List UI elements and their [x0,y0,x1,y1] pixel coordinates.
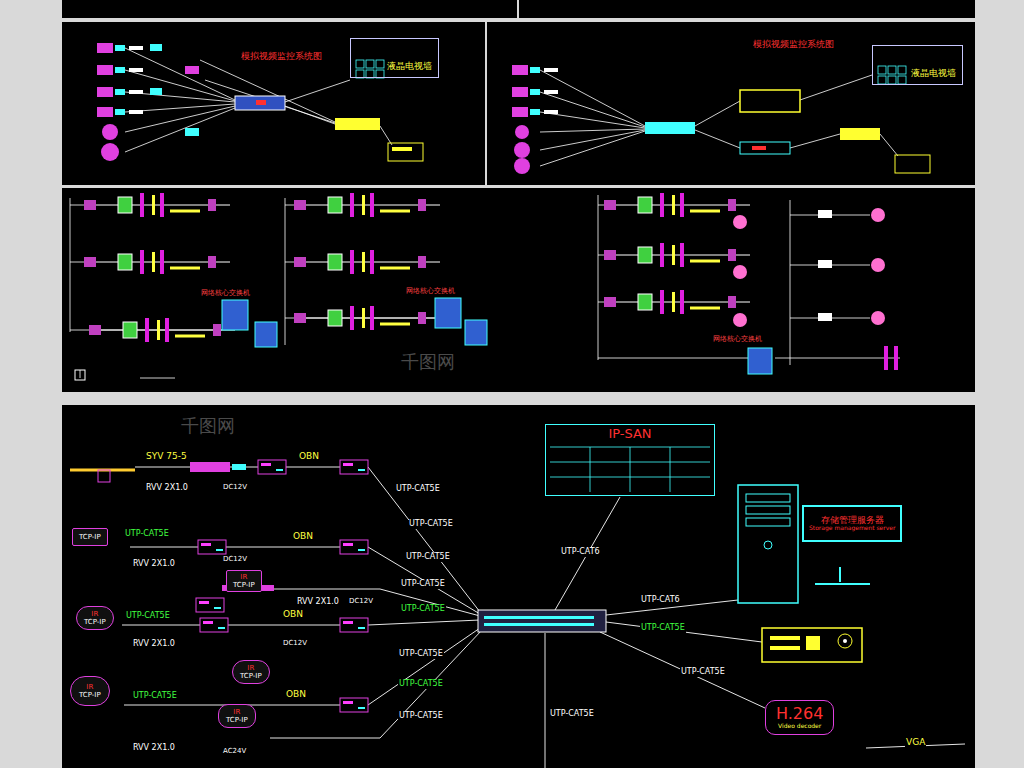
node-title: IR [247,664,254,672]
cable-label: 网络核心交换机 [200,290,251,298]
node-title: IR [86,683,93,691]
cable-label: UTP-CAT6 [640,596,681,605]
cable-label: RVV 2X1.0 [132,560,176,569]
cable-label: UTP-CAT5E [680,668,726,677]
cable-label: UTP-CAT5E [398,650,444,659]
watermark: 千图网 [180,416,236,436]
node-title: IR [233,708,240,716]
cable-label: AC24V [222,748,247,756]
cable-label: UTP-CAT5E [408,520,454,529]
watermark: 千图网 [400,352,456,372]
cable-label: 模拟视频监控系统图 [240,52,323,62]
cable-label: RVV 2X1.0 [132,744,176,753]
node-subtitle: TCP-IP [240,672,262,680]
dome-camera: IRTCP-IP [232,660,270,684]
node-title: 液晶电视墙 [911,68,956,78]
cable-label: OBN [285,690,307,700]
cable-label: UTP-CAT5E [405,553,451,562]
dome-camera: IRTCP-IP [70,676,110,706]
cable-label: DC12V [282,640,308,648]
node-title: 液晶电视墙 [387,61,432,71]
cable-label: UTP-CAT5E [124,530,170,539]
cable-label: OBN [282,610,304,620]
cable-label: 模拟视频监控系统图 [752,40,835,50]
node-title: IR [240,573,247,581]
cable-label: UTP-CAT5E [400,580,446,589]
cable-label: UTP-CAT5E [398,712,444,721]
cable-label: UTP-CAT5E [398,680,444,689]
node-subtitle: TCP-IP [84,618,106,626]
node-title: IP-SAN [608,427,651,442]
cable-label: SYV 75-5 [145,452,188,462]
tv-wall: 液晶电视墙 [350,38,439,78]
cable-label: UTP-CAT5E [549,710,595,719]
cable-label: 网络核心交换机 [405,288,456,296]
ip-san-rack: IP-SAN [545,424,715,496]
dome-camera: IRTCP-IP [76,606,114,630]
tv-wall: 液晶电视墙 [872,45,963,85]
node-subtitle: Storage management server [809,525,895,532]
cable-label: UTP-CAT5E [132,692,178,701]
node-subtitle: TCP-IP [226,716,248,724]
video-decoder: H.264Video decoder [765,700,834,735]
camera: IRTCP-IP [218,704,256,728]
cable-label: UTP-CAT5E [395,485,441,494]
cable-label: OBN [292,532,314,542]
cable-label: UTP-CAT6 [560,548,601,557]
cable-label: UTP-CAT5E [125,612,171,621]
cable-label: OBN [298,452,320,462]
node-subtitle: TCP-IP [79,691,101,699]
cable-label: RVV 2X1.0 [145,484,189,493]
camera: TCP-IP [72,528,108,546]
cable-label: RVV 2X1.0 [132,640,176,649]
node-title: IR [91,610,98,618]
node-subtitle: TCP-IP [233,581,255,589]
cable-label: DC12V [222,484,248,492]
monitor-screen: 存储管理服务器Storage management server [802,505,902,542]
camera: IRTCP-IP [226,570,262,592]
node-title: TCP-IP [79,533,101,541]
cable-label: UTP-CAT5E [400,605,446,614]
cable-label: VGA [905,738,926,748]
cable-label: DC12V [348,598,374,606]
node-title: H.264 [776,705,823,723]
cable-label: DC12V [222,556,248,564]
cable-label: 网络核心交换机 [712,336,763,344]
node-title: 存储管理服务器 [821,515,884,525]
cable-label: RVV 2X1.0 [296,598,340,607]
cable-label: UTP-CAT5E [640,624,686,633]
node-subtitle: Video decoder [778,723,821,730]
